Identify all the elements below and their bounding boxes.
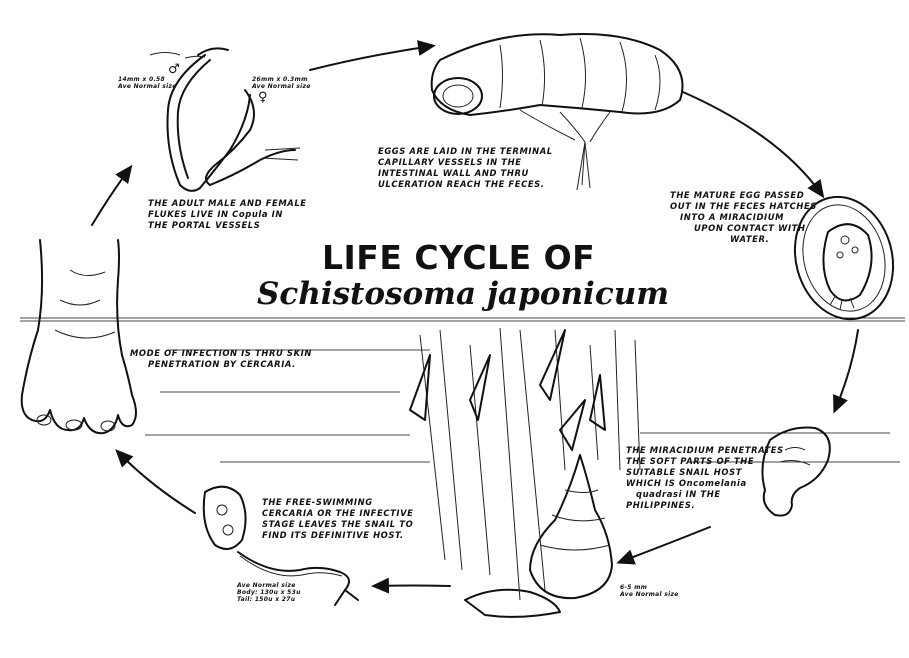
cercaria-caption: THE FREE-SWIMMING CERCARIA OR THE INFECT… [262, 497, 414, 541]
water-lines [20, 317, 905, 463]
miracidium-caption: THE MIRACIDIUM PENETRATES THE SOFT PARTS… [626, 445, 784, 511]
caption-line: ULCERATION REACH THE FECES. [378, 179, 545, 189]
cycle-arrow [682, 91, 825, 199]
title-line-1: LIFE CYCLE OF [322, 238, 596, 277]
reeds-drawing [409, 327, 641, 601]
size-note-line: Ave Normal size [118, 83, 177, 90]
male-symbol: ♂ [168, 62, 181, 77]
female-size-note: 26mm x 0.3mm Ave Normal size [252, 76, 311, 90]
title-species: japonicum [486, 276, 670, 312]
size-note-line: Tail: 150u x 27u [237, 596, 296, 603]
caption-line: THE PORTAL VESSELS [148, 220, 261, 230]
size-note-line: 6-5 mm [620, 584, 648, 591]
snail-drawing [464, 454, 613, 618]
size-note-line: Ave Normal size [620, 591, 679, 598]
female-symbol: ♀ [258, 90, 269, 105]
size-note-line: Ave Normal size [237, 582, 296, 589]
male-size-note: 14mm x 0.58 Ave Normal size [118, 76, 177, 90]
intestine-drawing [430, 33, 684, 191]
cycle-arrow [833, 329, 859, 414]
title-genus: Schistosoma [257, 276, 477, 312]
caption-line: UPON CONTACT WITH [694, 223, 806, 233]
cycle-arrow [309, 40, 436, 71]
caption-line: OUT IN THE FECES HATCHES [670, 201, 817, 211]
caption-line: FLUKES LIVE IN Copula IN [148, 209, 283, 219]
caption-line: PENETRATION BY CERCARIA. [148, 359, 296, 369]
cercaria-size-note: Ave Normal size Body: 130u x 53u Tail: 1… [237, 582, 301, 603]
cycle-arrow [616, 526, 711, 565]
title-line-2: Schistosoma japonicum [257, 276, 669, 312]
cycle-arrow [91, 164, 133, 226]
cycle-arrow [115, 449, 196, 514]
miracidium-drawing [761, 426, 831, 517]
mature-egg-caption: THE MATURE EGG PASSED OUT IN THE FECES H… [670, 190, 817, 245]
infection-caption: MODE OF INFECTION IS THRU SKIN PENETRATI… [130, 348, 312, 370]
caption-line: STAGE LEAVES THE SNAIL TO [262, 519, 414, 529]
caption-line: WHICH IS Oncomelania [626, 478, 747, 488]
size-note-line: 14mm x 0.58 [118, 76, 166, 83]
egg-drawing [793, 195, 895, 321]
cercaria-drawing [202, 485, 359, 606]
caption-line: THE MATURE EGG PASSED [670, 190, 805, 200]
caption-line: INTESTINAL WALL AND THRU [378, 168, 529, 178]
caption-line: THE FREE-SWIMMING [262, 497, 373, 507]
eggs-caption: EGGS ARE LAID IN THE TERMINAL CAPILLARY … [378, 146, 553, 190]
size-note-line: 26mm x 0.3mm [252, 76, 308, 83]
snail-size-note: 6-5 mm Ave Normal size [620, 584, 679, 598]
size-note-line: Ave Normal size [252, 83, 311, 90]
caption-line: THE MIRACIDIUM PENETRATES [626, 445, 784, 455]
caption-line: CAPILLARY VESSELS IN THE [378, 157, 522, 167]
caption-line: CERCARIA OR THE INFECTIVE [262, 508, 414, 518]
cycle-arrows [91, 40, 859, 594]
caption-line: THE ADULT MALE AND FEMALE [148, 198, 307, 208]
caption-line: FIND ITS DEFINITIVE HOST. [262, 530, 404, 540]
caption-line: THE SOFT PARTS OF THE [626, 456, 755, 466]
size-note-line: Body: 130u x 53u [237, 589, 301, 596]
caption-line: MODE OF INFECTION IS THRU SKIN [130, 348, 312, 358]
caption-line: SUITABLE SNAIL HOST [626, 467, 743, 477]
foot-drawing [20, 239, 137, 435]
caption-line: quadrasi IN THE [636, 489, 721, 499]
adult-flukes-drawing [149, 47, 301, 192]
cycle-arrow [371, 577, 451, 594]
caption-line: INTO A MIRACIDIUM [680, 212, 785, 222]
caption-line: WATER. [730, 234, 770, 244]
caption-line: EGGS ARE LAID IN THE TERMINAL [378, 146, 553, 156]
adult-flukes-caption: THE ADULT MALE AND FEMALE FLUKES LIVE IN… [148, 198, 307, 231]
caption-line: PHILIPPINES. [626, 500, 696, 510]
